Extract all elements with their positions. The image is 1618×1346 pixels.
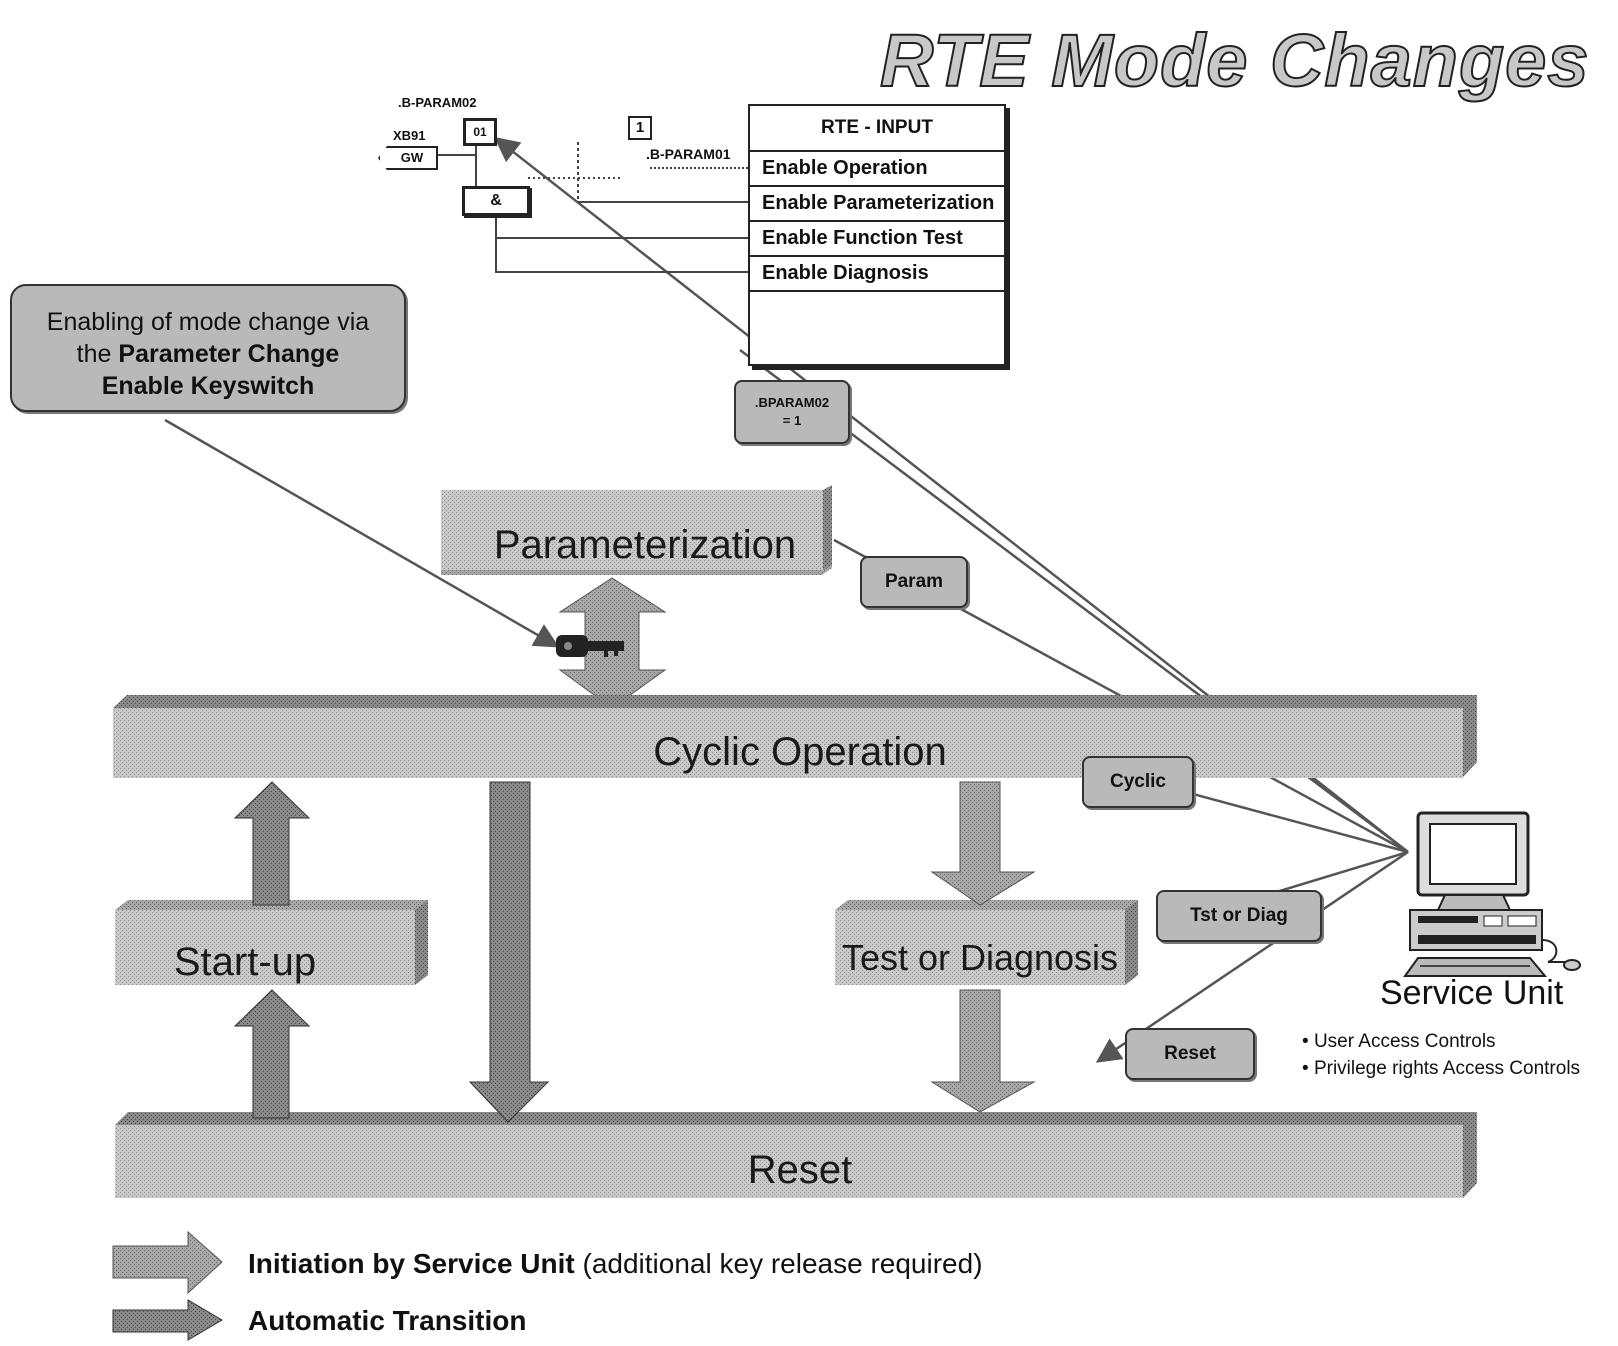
- rte-input-table: RTE - INPUT Enable Operation Enable Para…: [748, 104, 1006, 366]
- param02-value-box: 01: [463, 118, 497, 146]
- reset-command-button[interactable]: Reset: [1125, 1028, 1255, 1080]
- rte-input-header: RTE - INPUT: [750, 106, 1004, 152]
- service-unit-bullet: • User Access Controls: [1302, 1031, 1496, 1052]
- state-reset-label: Reset: [748, 1148, 853, 1192]
- callout-line2: the Parameter Change: [76, 340, 340, 368]
- callout-line1: Enabling of mode change via: [46, 308, 370, 336]
- state-test-diagnosis-label: Test or Diagnosis: [842, 937, 1118, 978]
- param02-label: .B-PARAM02: [398, 95, 477, 110]
- gw-label: GW: [400, 150, 424, 165]
- keyswitch-callout: Enabling of mode change via the Paramete…: [10, 284, 406, 412]
- state-cyclic-label: Cyclic Operation: [653, 730, 946, 774]
- bparam-line1: .BPARAM02: [754, 395, 830, 410]
- service-unit-bullets: • User Access Controls • Privilege right…: [1302, 1028, 1580, 1082]
- legend-automatic: Automatic Transition: [248, 1305, 527, 1336]
- xb91-label: XB91: [393, 128, 426, 143]
- param-command-button[interactable]: Param: [860, 556, 968, 608]
- reset-bar: [115, 1112, 1477, 1198]
- cyclic-to-test-arrow: [930, 781, 1036, 906]
- computer-icon: [1403, 811, 1581, 977]
- state-startup-label: Start-up: [174, 940, 316, 984]
- rte-row-enable-operation: Enable Operation: [750, 152, 1004, 187]
- tst-diag-command-button[interactable]: Tst or Diag: [1156, 890, 1322, 942]
- key-icon: [556, 635, 624, 657]
- test-diagnosis-block: [835, 900, 1138, 985]
- gw-connector: GW: [378, 146, 438, 170]
- callout-line3: Enable Keyswitch: [101, 372, 315, 400]
- and-gate: &: [462, 186, 530, 216]
- cyclic-to-reset-arrow: [468, 781, 550, 1123]
- startup-block: [115, 900, 428, 985]
- service-unit-label: Service Unit: [1380, 974, 1564, 1012]
- legend-arrow-automatic: [112, 1299, 223, 1341]
- legend-service-unit: Initiation by Service Unit (additional k…: [248, 1248, 983, 1279]
- cyclic-command-button[interactable]: Cyclic: [1082, 756, 1194, 808]
- param01-label: .B-PARAM01: [646, 146, 731, 162]
- startup-up-arrow-upper: [233, 781, 311, 906]
- service-unit-bullet: • Privilege rights Access Controls: [1302, 1058, 1581, 1079]
- logic-wiring: [438, 142, 748, 273]
- bparam-box: .BPARAM02 = 1: [734, 380, 850, 444]
- state-parameterization-label: Parameterization: [494, 523, 796, 567]
- test-to-reset-arrow: [930, 989, 1036, 1113]
- parameterization-block: [441, 485, 832, 575]
- rte-row-enable-diagnosis: Enable Diagnosis: [750, 257, 1004, 292]
- param01-box: 1: [628, 116, 652, 140]
- page-title: RTE Mode Changes: [879, 18, 1590, 103]
- rte-row-enable-function-test: Enable Function Test: [750, 222, 1004, 257]
- bparam-line2: = 1: [782, 413, 802, 428]
- rte-row-enable-parameterization: Enable Parameterization: [750, 187, 1004, 222]
- legend-arrow-service: [112, 1230, 223, 1295]
- startup-up-arrow-lower: [233, 989, 311, 1119]
